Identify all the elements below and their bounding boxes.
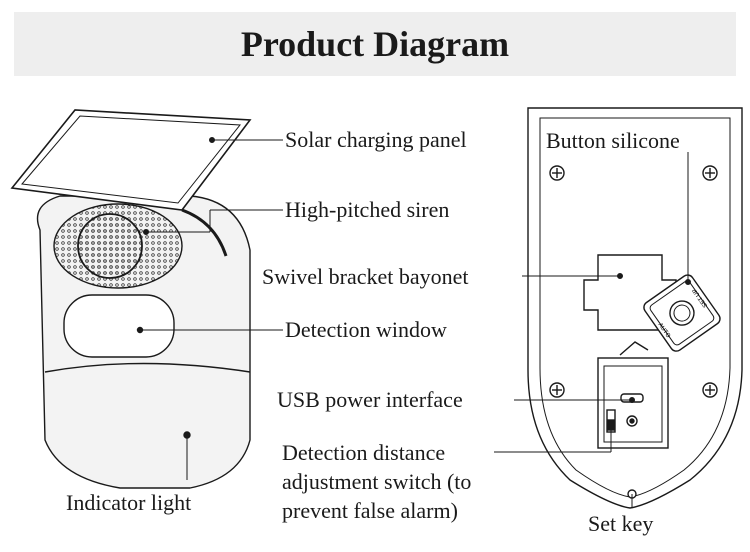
button-silicone-cover xyxy=(643,274,721,352)
screw-top-left xyxy=(549,165,565,181)
usb-compartment xyxy=(597,357,669,449)
title-bar: Product Diagram xyxy=(14,12,736,76)
label-button-silicone: Button silicone xyxy=(546,128,680,153)
label-swivel-bracket: Swivel bracket bayonet xyxy=(262,264,469,289)
screw-bottom-right xyxy=(702,382,718,398)
screw-top-right xyxy=(702,165,718,181)
button-text-auto: AUTO xyxy=(657,322,672,339)
label-detection-switch-line-3: prevent false alarm) xyxy=(282,498,458,523)
front-device xyxy=(10,109,252,489)
label-siren: High-pitched siren xyxy=(285,197,450,222)
label-usb-interface: USB power interface xyxy=(277,387,463,412)
label-set-key: Set key xyxy=(588,511,654,536)
label-solar-panel: Solar charging panel xyxy=(285,127,467,152)
siren-grille-inner xyxy=(77,213,143,279)
label-detection-switch-line-2: adjustment switch (to xyxy=(282,469,472,494)
label-detection-switch-line-1: Detection distance xyxy=(282,440,446,465)
screw-bottom-left xyxy=(549,382,565,398)
label-detection-window: Detection window xyxy=(285,317,447,342)
label-indicator-light: Indicator light xyxy=(66,490,192,515)
solar-panel-shape xyxy=(10,109,252,211)
lower-housing-line xyxy=(44,362,251,373)
button-text-setup: SET UP xyxy=(692,287,709,308)
detection-window-shape xyxy=(63,294,175,358)
label-detection-switch: Detection distance adjustment switch (to… xyxy=(282,438,522,525)
page-title: Product Diagram xyxy=(240,24,510,64)
